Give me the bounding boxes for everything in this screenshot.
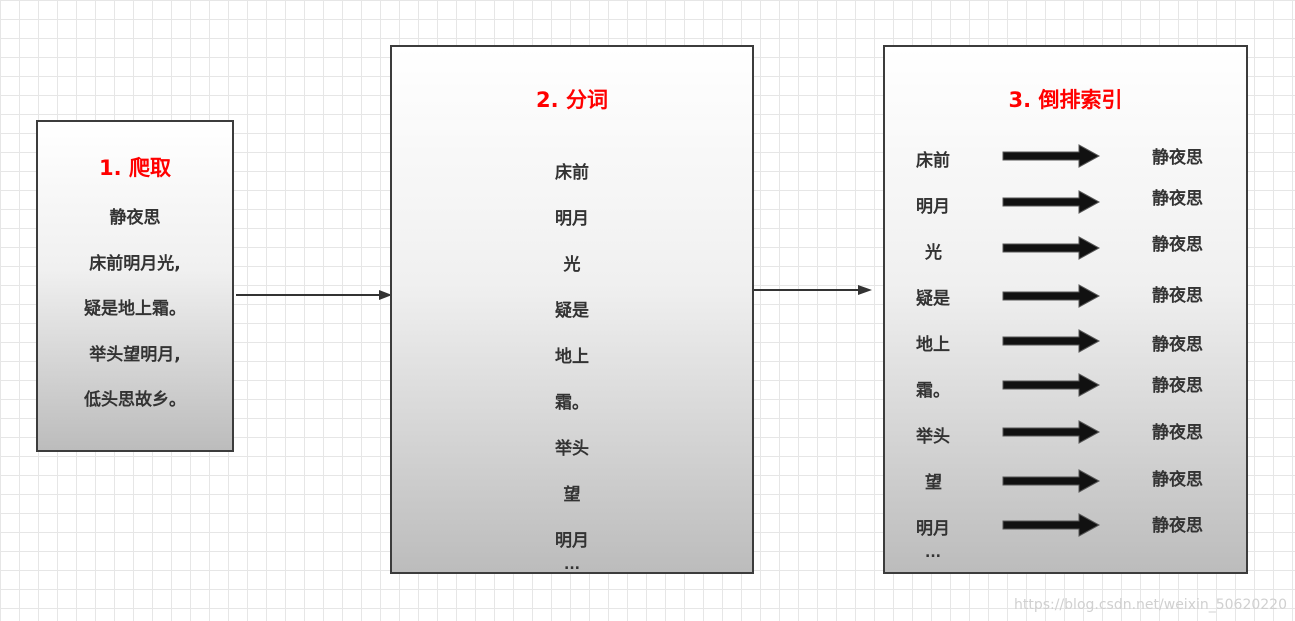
- index-ellipsis: ...: [925, 545, 941, 561]
- token-item: 地上: [555, 347, 589, 367]
- index-arrow-icon: [1002, 284, 1101, 308]
- index-doc: 静夜思: [1152, 235, 1203, 255]
- index-doc: 静夜思: [1152, 423, 1203, 443]
- index-term: 床前: [916, 151, 950, 171]
- index-arrow-icon: [1002, 420, 1101, 444]
- index-doc: 静夜思: [1152, 335, 1203, 355]
- connector-arrow-1: [236, 290, 392, 300]
- index-arrow-icon: [1002, 236, 1101, 260]
- index-doc: 静夜思: [1152, 286, 1203, 306]
- poem-line-4: 低头思故乡。: [84, 390, 186, 410]
- poem-line-1: 床前明月光,: [89, 254, 181, 274]
- index-doc: 静夜思: [1152, 148, 1203, 168]
- index-doc: 静夜思: [1152, 189, 1203, 209]
- tokenize-title: 2. 分词: [536, 88, 608, 112]
- token-item: 霜。: [555, 393, 589, 413]
- index-arrow-icon: [1002, 329, 1101, 353]
- index-term: 明月: [916, 197, 950, 217]
- token-ellipsis: ...: [564, 557, 580, 573]
- connector-arrow-2: [754, 285, 872, 295]
- index-arrow-icon: [1002, 144, 1101, 168]
- token-item: 明月: [555, 209, 589, 229]
- index-arrow-icon: [1002, 373, 1101, 397]
- index-arrow-icon: [1002, 469, 1101, 493]
- index-term: 霜。: [916, 381, 950, 401]
- index-doc: 静夜思: [1152, 470, 1203, 490]
- token-item: 疑是: [555, 301, 589, 321]
- inverted-index-box: 3. 倒排索引 床前 静夜思 明月 静夜思 光 静夜思 疑是 静夜思 地上 静夜…: [883, 45, 1248, 574]
- token-item: 举头: [555, 439, 589, 459]
- index-term: 望: [925, 473, 942, 493]
- index-arrow-icon: [1002, 190, 1101, 214]
- index-arrow-icon: [1002, 513, 1101, 537]
- crawl-box: 1. 爬取 静夜思 床前明月光, 疑是地上霜。 举头望明月, 低头思故乡。: [36, 120, 234, 452]
- index-term: 疑是: [916, 289, 950, 309]
- tokenize-box: 2. 分词 床前 明月 光 疑是 地上 霜。 举头 望 明月 ...: [390, 45, 754, 574]
- poem-title: 静夜思: [109, 208, 161, 228]
- watermark: https://blog.csdn.net/weixin_50620220: [1013, 597, 1287, 613]
- poem-line-3: 举头望明月,: [89, 345, 181, 365]
- index-term: 地上: [916, 335, 950, 355]
- token-item: 光: [563, 255, 581, 275]
- index-doc: 静夜思: [1152, 376, 1203, 396]
- token-item: 明月: [555, 531, 589, 551]
- index-term: 光: [925, 243, 942, 263]
- poem-line-2: 疑是地上霜。: [84, 299, 186, 319]
- index-term: 明月: [916, 519, 950, 539]
- index-doc: 静夜思: [1152, 516, 1203, 536]
- token-item: 床前: [555, 163, 589, 183]
- index-term: 举头: [916, 427, 950, 447]
- crawl-title: 1. 爬取: [99, 156, 171, 180]
- inverted-index-title: 3. 倒排索引: [1008, 88, 1123, 112]
- token-item: 望: [563, 485, 581, 505]
